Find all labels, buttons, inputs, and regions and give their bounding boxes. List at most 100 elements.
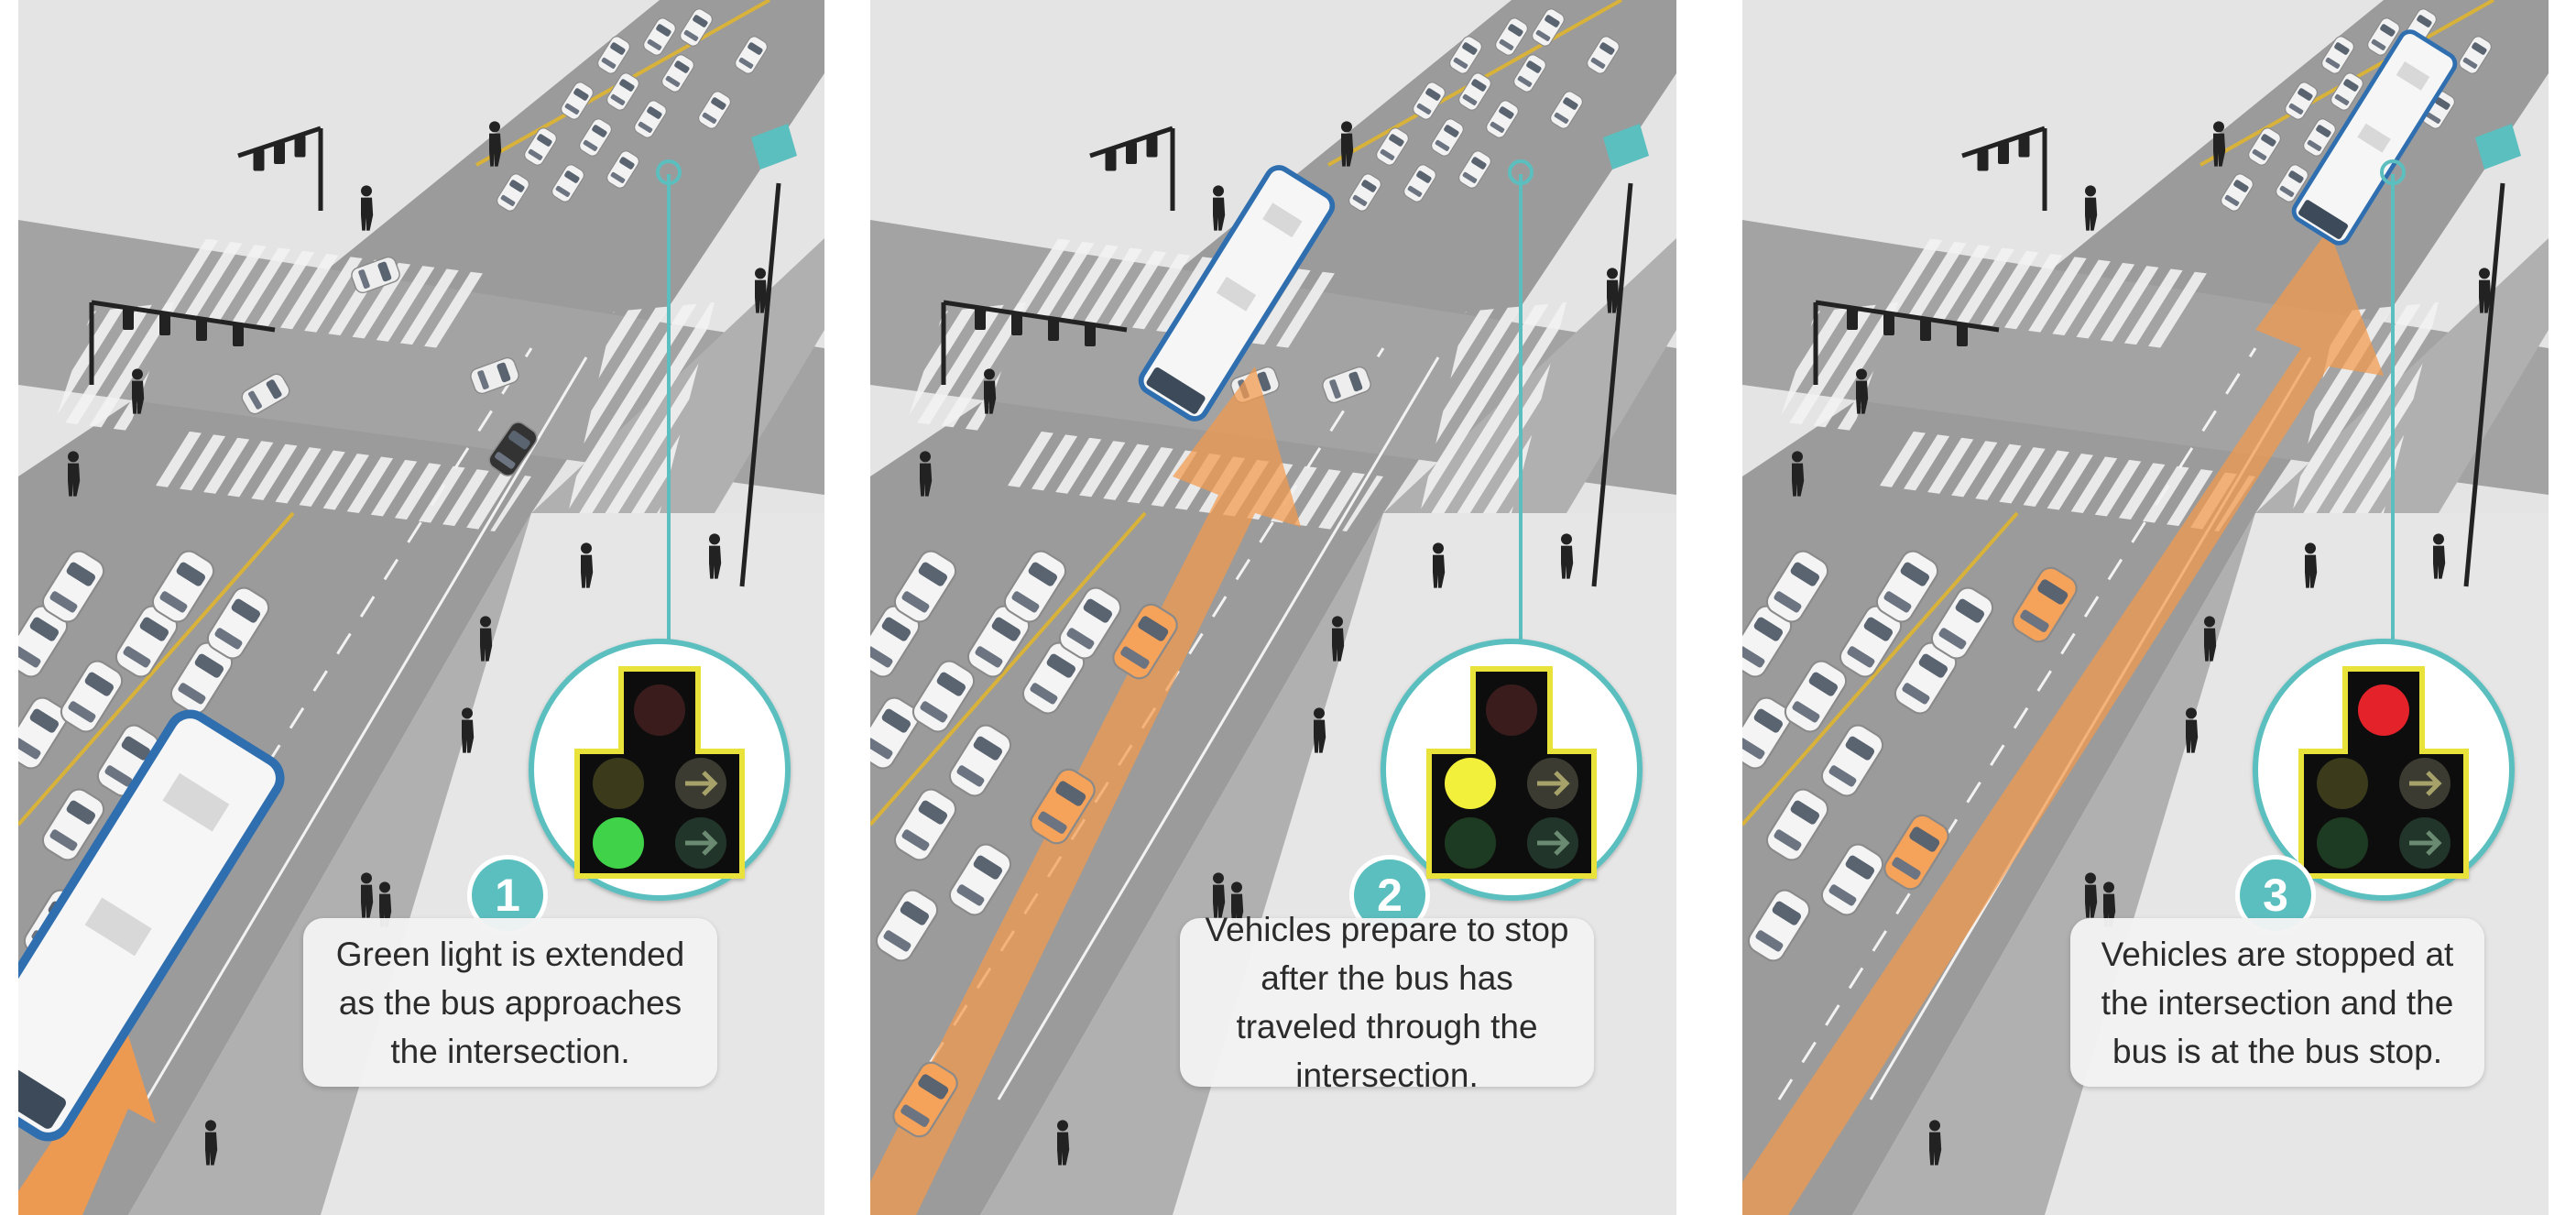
traffic-signal-icon <box>274 142 285 164</box>
center-line <box>1742 511 2019 826</box>
panel-1 <box>18 0 824 1215</box>
traffic-signal-icon <box>1847 308 1858 330</box>
crosswalk <box>55 302 174 431</box>
car-icon <box>1403 164 1436 202</box>
pedestrian-icon <box>361 185 374 231</box>
traffic-signal-icon <box>1957 324 1968 346</box>
car-icon <box>698 91 731 129</box>
traffic-signal-icon <box>2018 135 2030 158</box>
car-icon <box>597 36 630 74</box>
car-icon <box>1449 36 1482 74</box>
car-icon <box>1532 8 1565 47</box>
car-icon <box>1820 843 1884 916</box>
car-icon <box>41 550 105 623</box>
arrow-right-icon <box>2409 830 2442 856</box>
traffic-signal-pole <box>1961 126 2047 211</box>
main-avenue <box>18 0 824 1215</box>
car-icon <box>551 164 584 202</box>
car-icon <box>661 54 694 93</box>
car-icon <box>2276 164 2309 202</box>
callout-anchor <box>1508 159 1534 185</box>
car-icon <box>2321 36 2354 74</box>
car-icon <box>1486 100 1519 138</box>
car-icon <box>1550 91 1583 129</box>
pedestrian-icon <box>1213 872 1226 918</box>
car-icon <box>948 843 1012 916</box>
car-icon <box>1742 696 1793 770</box>
bus-icon <box>18 709 285 1142</box>
pedestrian-icon <box>1341 121 1354 167</box>
arrow-right-icon <box>1537 771 1570 796</box>
car-icon <box>488 421 538 476</box>
car-icon <box>870 605 921 678</box>
car-icon <box>911 660 976 733</box>
pedestrian-icon <box>68 451 81 497</box>
pedestrian-icon <box>1314 707 1326 753</box>
center-line <box>18 511 295 826</box>
crosswalk <box>568 302 715 513</box>
car-icon <box>893 550 957 623</box>
green-lamp <box>2317 817 2368 869</box>
pedestrian-icon <box>361 872 374 918</box>
pedestrian-icon <box>984 368 997 414</box>
yellow-lamp <box>1445 758 1496 809</box>
pedestrian-icon <box>581 542 594 588</box>
car-icon <box>606 150 639 189</box>
traffic-signal-pole <box>1813 300 2000 385</box>
traffic-signal-icon <box>1146 135 1158 158</box>
traffic-signal-icon <box>1998 142 2009 164</box>
pedestrian-icon <box>755 268 768 313</box>
car-icon <box>643 17 676 56</box>
car-icon <box>351 256 400 294</box>
car-icon <box>1742 605 1793 678</box>
signal-callout <box>529 639 791 901</box>
car-icon <box>470 356 519 395</box>
pedestrian-icon <box>1856 368 1869 414</box>
pedestrian-icon <box>920 451 933 497</box>
crosswalk <box>1420 302 1566 513</box>
traffic-signal-pole <box>2463 182 2505 587</box>
car-icon <box>60 660 124 733</box>
arrow-right-icon <box>1537 830 1570 856</box>
car-icon <box>1875 550 1939 623</box>
arrow-right-icon <box>685 771 718 796</box>
pedestrian-icon <box>489 121 502 167</box>
bus-stop-shelter <box>1603 124 1649 170</box>
arrow-right-icon <box>685 830 718 856</box>
crosswalk <box>156 431 531 531</box>
traffic-signal-icon <box>975 308 986 330</box>
signal-callout <box>2253 639 2515 901</box>
pedestrian-icon <box>1792 451 1805 497</box>
bus-icon <box>1138 165 1336 421</box>
traffic-signal-pole <box>739 182 781 587</box>
yellow-lamp <box>593 758 644 809</box>
arrow-icon <box>18 1035 156 1215</box>
car-icon <box>1458 72 1491 111</box>
car-icon <box>1348 173 1381 212</box>
pedestrian-icon <box>2433 533 2446 579</box>
pedestrian-icon <box>1213 185 1226 231</box>
car-icon <box>497 173 529 212</box>
pedestrian-icon <box>1332 616 1345 662</box>
car-icon <box>893 788 957 861</box>
traffic-signal-icon <box>1977 148 1989 171</box>
car-icon <box>1784 660 1848 733</box>
car-icon <box>41 788 105 861</box>
traffic-signal-pole <box>237 126 323 211</box>
car-icon <box>2285 82 2318 120</box>
pedestrian-icon <box>2204 616 2217 662</box>
traffic-signal-pole <box>941 300 1128 385</box>
car-icon <box>1930 586 1994 660</box>
traffic-signal-icon <box>1883 313 1894 335</box>
lane-marking <box>997 356 1440 1100</box>
pedestrian-icon <box>2305 542 2318 588</box>
red-lamp <box>634 684 685 736</box>
pedestrian-icon <box>2186 707 2199 753</box>
arrow-right-icon <box>2409 771 2442 796</box>
car-icon <box>1765 550 1829 623</box>
car-icon <box>2330 72 2363 111</box>
car-icon <box>561 82 594 120</box>
car-icon <box>870 696 921 770</box>
car-icon <box>1413 82 1446 120</box>
